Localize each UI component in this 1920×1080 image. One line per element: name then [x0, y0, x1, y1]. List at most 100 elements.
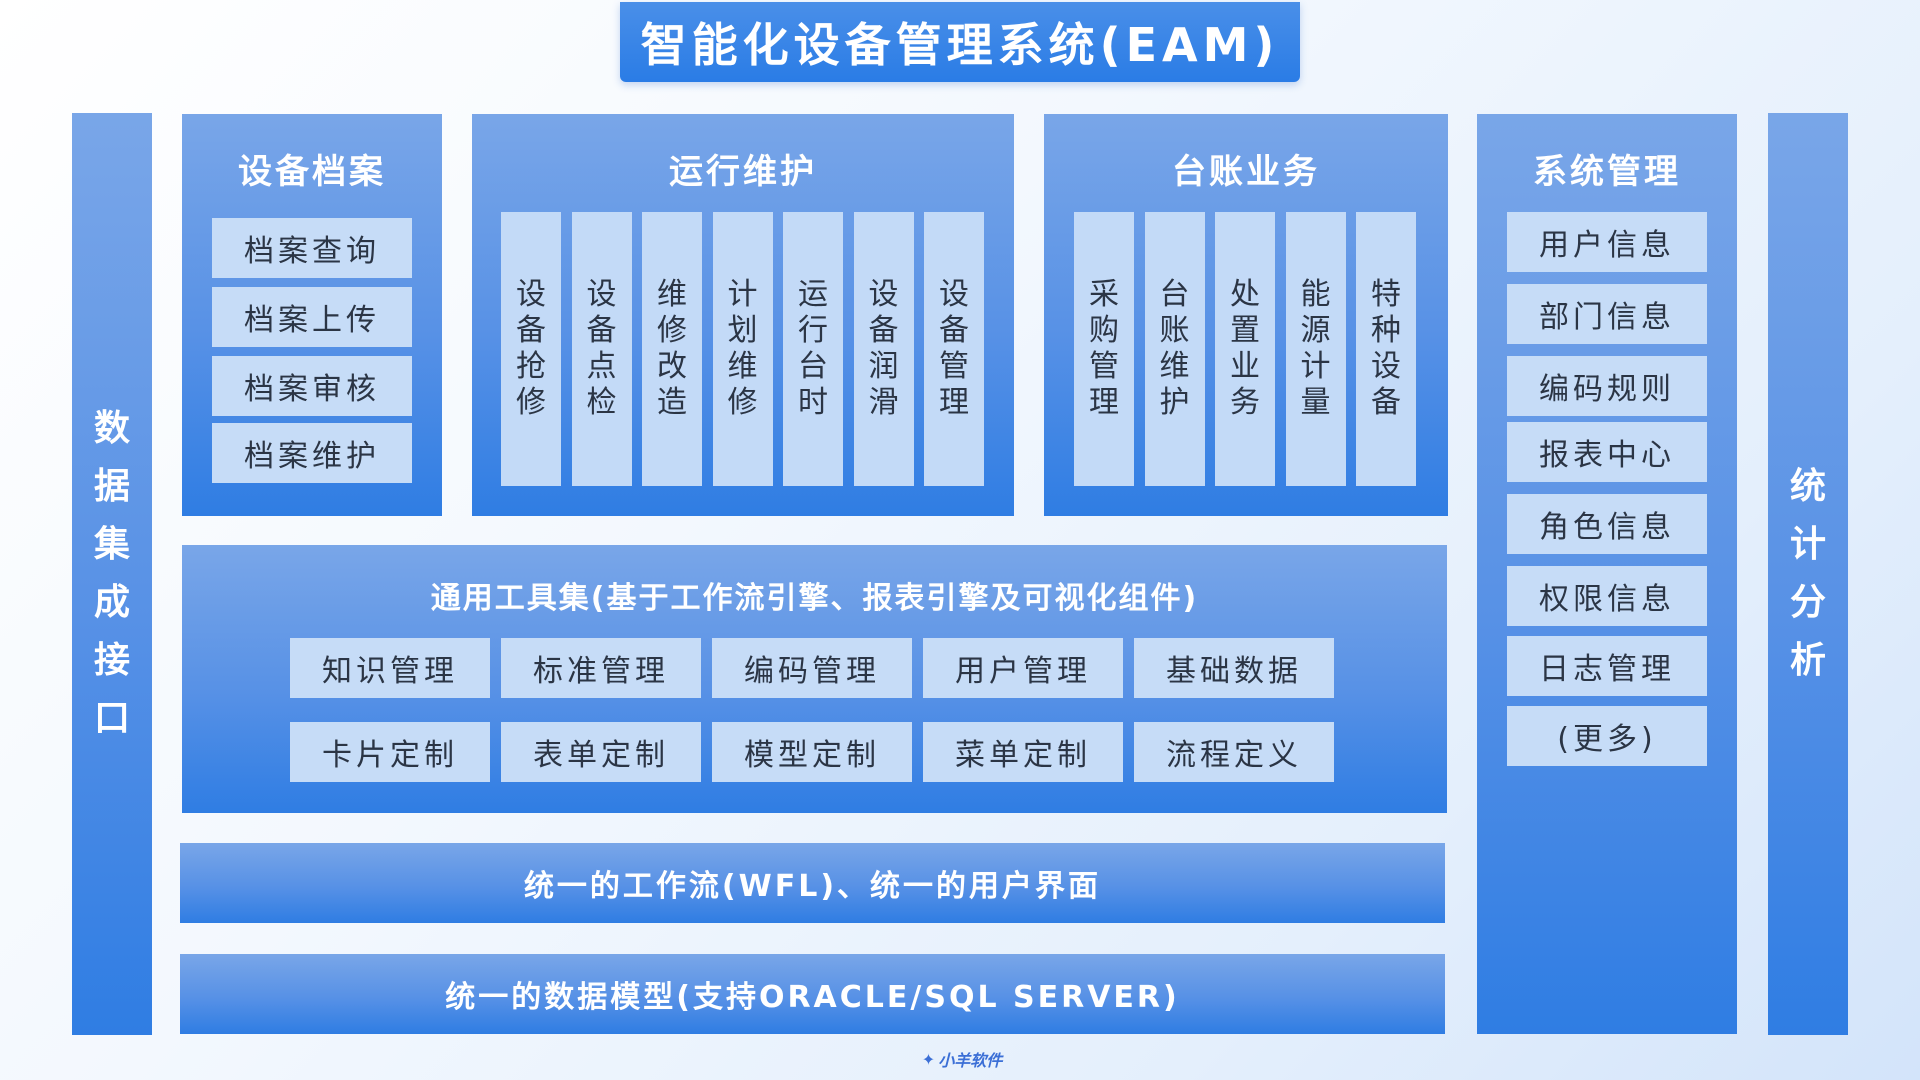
ledger-item[interactable]: 处置业务 — [1215, 212, 1275, 486]
ledger-item-char: 台 — [1159, 277, 1190, 312]
general-toolset-panel: 通用工具集(基于工作流引擎、报表引擎及可视化组件) 知识管理标准管理编码管理用户… — [182, 545, 1447, 813]
left-side-char: 成 — [93, 582, 130, 623]
ledger-item-char: 务 — [1230, 385, 1260, 420]
operation-item[interactable]: 设备管理 — [924, 212, 984, 486]
operation-item-char: 行 — [798, 313, 828, 348]
ledger-item[interactable]: 能源计量 — [1285, 212, 1346, 486]
system-item[interactable]: 用户信息 — [1507, 212, 1707, 272]
toolset-item[interactable]: 标准管理 — [501, 638, 701, 698]
left-side-char: 据 — [93, 466, 130, 507]
data-integration-interface-column[interactable]: 数据集成接口 — [72, 113, 152, 1035]
archive-item[interactable]: 档案查询 — [212, 218, 412, 278]
ledger-item-char: 处 — [1230, 277, 1260, 312]
archive-item[interactable]: 档案维护 — [212, 423, 412, 483]
operation-item-char: 备 — [939, 313, 969, 348]
ledger-business-panel: 台账业务 采购管理台账维护处置业务能源计量特种设备 — [1044, 114, 1448, 516]
ledger-item-char: 量 — [1300, 385, 1331, 420]
left-side-char: 集 — [93, 524, 130, 565]
operation-item-char: 修 — [516, 385, 546, 420]
toolset-item[interactable]: 基础数据 — [1134, 638, 1334, 698]
system-management-panel: 系统管理 用户信息部门信息编码规则报表中心角色信息权限信息日志管理 (更多) — [1477, 114, 1737, 1034]
system-item[interactable]: 角色信息 — [1507, 494, 1707, 554]
ledger-item-char: 源 — [1300, 313, 1331, 348]
system-item[interactable]: 报表中心 — [1507, 422, 1707, 482]
ledger-business-title: 台账业务 — [1172, 152, 1320, 192]
left-side-char: 口 — [93, 698, 130, 739]
operation-item-char: 备 — [586, 313, 617, 348]
operation-item-char: 维 — [657, 277, 687, 312]
operation-item[interactable]: 运行台时 — [783, 212, 843, 486]
page-title: 智能化设备管理系统(EAM) — [620, 2, 1300, 82]
ledger-item-char: 采 — [1089, 277, 1119, 312]
statistics-analysis-column[interactable]: 统计分析 — [1768, 113, 1848, 1035]
system-item[interactable]: 部门信息 — [1507, 284, 1707, 344]
ledger-item-char: 特 — [1371, 277, 1401, 312]
left-side-char: 接 — [93, 640, 130, 681]
operation-item[interactable]: 维修改造 — [642, 212, 702, 486]
operation-item-char: 抢 — [516, 349, 546, 384]
toolset-item[interactable]: 编码管理 — [712, 638, 912, 698]
system-item[interactable]: 编码规则 — [1507, 356, 1707, 416]
operation-item[interactable]: 计划维修 — [712, 212, 773, 486]
operation-item-char: 计 — [727, 277, 758, 312]
operation-item-char: 维 — [727, 349, 758, 384]
ledger-item-char: 护 — [1159, 385, 1190, 420]
operation-item[interactable]: 设备抢修 — [501, 212, 561, 486]
operation-item-char: 理 — [939, 385, 969, 420]
right-side-char: 计 — [1789, 524, 1826, 565]
general-toolset-title: 通用工具集(基于工作流引擎、报表引擎及可视化组件) — [430, 581, 1199, 616]
ledger-item-char: 账 — [1159, 313, 1190, 348]
ledger-item-char: 购 — [1089, 313, 1119, 348]
toolset-item[interactable]: 菜单定制 — [923, 722, 1123, 782]
equipment-archive-title: 设备档案 — [238, 152, 386, 192]
operation-maintenance-panel: 运行维护 设备抢修设备点检维修改造计划维修运行台时设备润滑设备管理 — [472, 114, 1014, 516]
left-side-char: 数 — [93, 408, 130, 449]
operation-item-char: 备 — [868, 313, 899, 348]
toolset-item[interactable]: 表单定制 — [501, 722, 701, 782]
toolset-item[interactable]: 知识管理 — [290, 638, 490, 698]
ledger-item-char: 业 — [1230, 349, 1260, 384]
toolset-item[interactable]: 卡片定制 — [290, 722, 490, 782]
ledger-item-char: 设 — [1371, 349, 1401, 384]
archive-item[interactable]: 档案上传 — [212, 287, 412, 347]
archive-item[interactable]: 档案审核 — [212, 356, 412, 416]
ledger-item-char: 备 — [1371, 385, 1401, 420]
ledger-item-char: 维 — [1159, 349, 1190, 384]
unified-workflow-bar[interactable]: 统一的工作流(WFL)、统一的用户界面 — [180, 843, 1445, 923]
right-side-char: 析 — [1789, 640, 1826, 681]
operation-item-char: 润 — [868, 349, 899, 384]
operation-maintenance-title: 运行维护 — [669, 152, 817, 192]
ledger-item[interactable]: 特种设备 — [1356, 212, 1416, 486]
operation-item[interactable]: 设备点检 — [571, 212, 632, 486]
operation-item-char: 划 — [727, 313, 758, 348]
unified-data-model-bar[interactable]: 统一的数据模型(支持ORACLE/SQL SERVER) — [180, 954, 1445, 1034]
equipment-archive-panel: 设备档案 档案查询档案上传档案审核档案维护 — [182, 114, 442, 516]
operation-item-char: 检 — [586, 385, 617, 420]
operation-item-char: 设 — [939, 277, 969, 312]
logo-text: 小羊软件 — [938, 1051, 1003, 1070]
system-item[interactable]: 权限信息 — [1507, 566, 1707, 626]
ledger-item-char: 管 — [1089, 349, 1119, 384]
system-management-title: 系统管理 — [1533, 152, 1681, 192]
operation-item[interactable]: 设备润滑 — [853, 212, 914, 486]
toolset-item[interactable]: 模型定制 — [712, 722, 912, 782]
operation-item-char: 运 — [798, 277, 828, 312]
toolset-item[interactable]: 用户管理 — [923, 638, 1123, 698]
operation-item-char: 备 — [516, 313, 546, 348]
operation-item-char: 修 — [727, 385, 758, 420]
ledger-item[interactable]: 台账维护 — [1144, 212, 1205, 486]
toolset-item[interactable]: 流程定义 — [1134, 722, 1334, 782]
operation-item-char: 设 — [586, 277, 617, 312]
system-item[interactable]: 日志管理 — [1507, 636, 1707, 696]
operation-item-char: 设 — [868, 277, 899, 312]
ledger-item[interactable]: 采购管理 — [1074, 212, 1134, 486]
system-item[interactable]: (更多) — [1507, 706, 1707, 766]
operation-item-char: 滑 — [868, 385, 899, 420]
operation-item-char: 造 — [657, 385, 687, 420]
ledger-item-char: 种 — [1371, 313, 1401, 348]
ledger-item-char: 计 — [1300, 349, 1331, 384]
operation-item-char: 时 — [798, 385, 828, 420]
operation-item-char: 点 — [586, 349, 617, 384]
operation-item-char: 管 — [939, 349, 969, 384]
right-side-char: 分 — [1789, 582, 1826, 623]
